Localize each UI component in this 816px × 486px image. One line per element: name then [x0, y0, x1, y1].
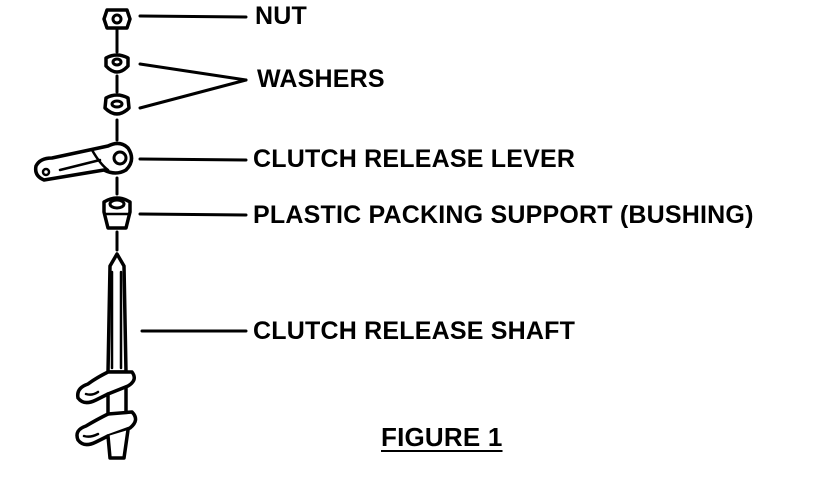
clutch-shaft-icon: [75, 252, 138, 460]
leader-line-nut: [138, 14, 248, 19]
label-nut: NUT: [255, 2, 307, 30]
figure-caption: FIGURE 1: [381, 422, 503, 452]
label-washers: WASHERS: [257, 65, 385, 93]
leader-line-lever: [138, 157, 248, 162]
bushing-icon: [102, 196, 132, 230]
label-clutch-release-lever: CLUTCH RELEASE LEVER: [253, 145, 576, 173]
label-clutch-release-shaft: CLUTCH RELEASE SHAFT: [253, 317, 576, 345]
clutch-lever-icon: [33, 141, 134, 182]
label-plastic-packing-support: PLASTIC PACKING SUPPORT (BUSHING): [253, 201, 754, 229]
washer-icon: [103, 93, 131, 116]
leader-line-washers: [138, 62, 248, 82]
nut-icon: [102, 8, 132, 30]
leader-line-bushing: [138, 212, 248, 217]
leader-line-washers: [138, 78, 248, 110]
washer-icon: [104, 53, 130, 74]
